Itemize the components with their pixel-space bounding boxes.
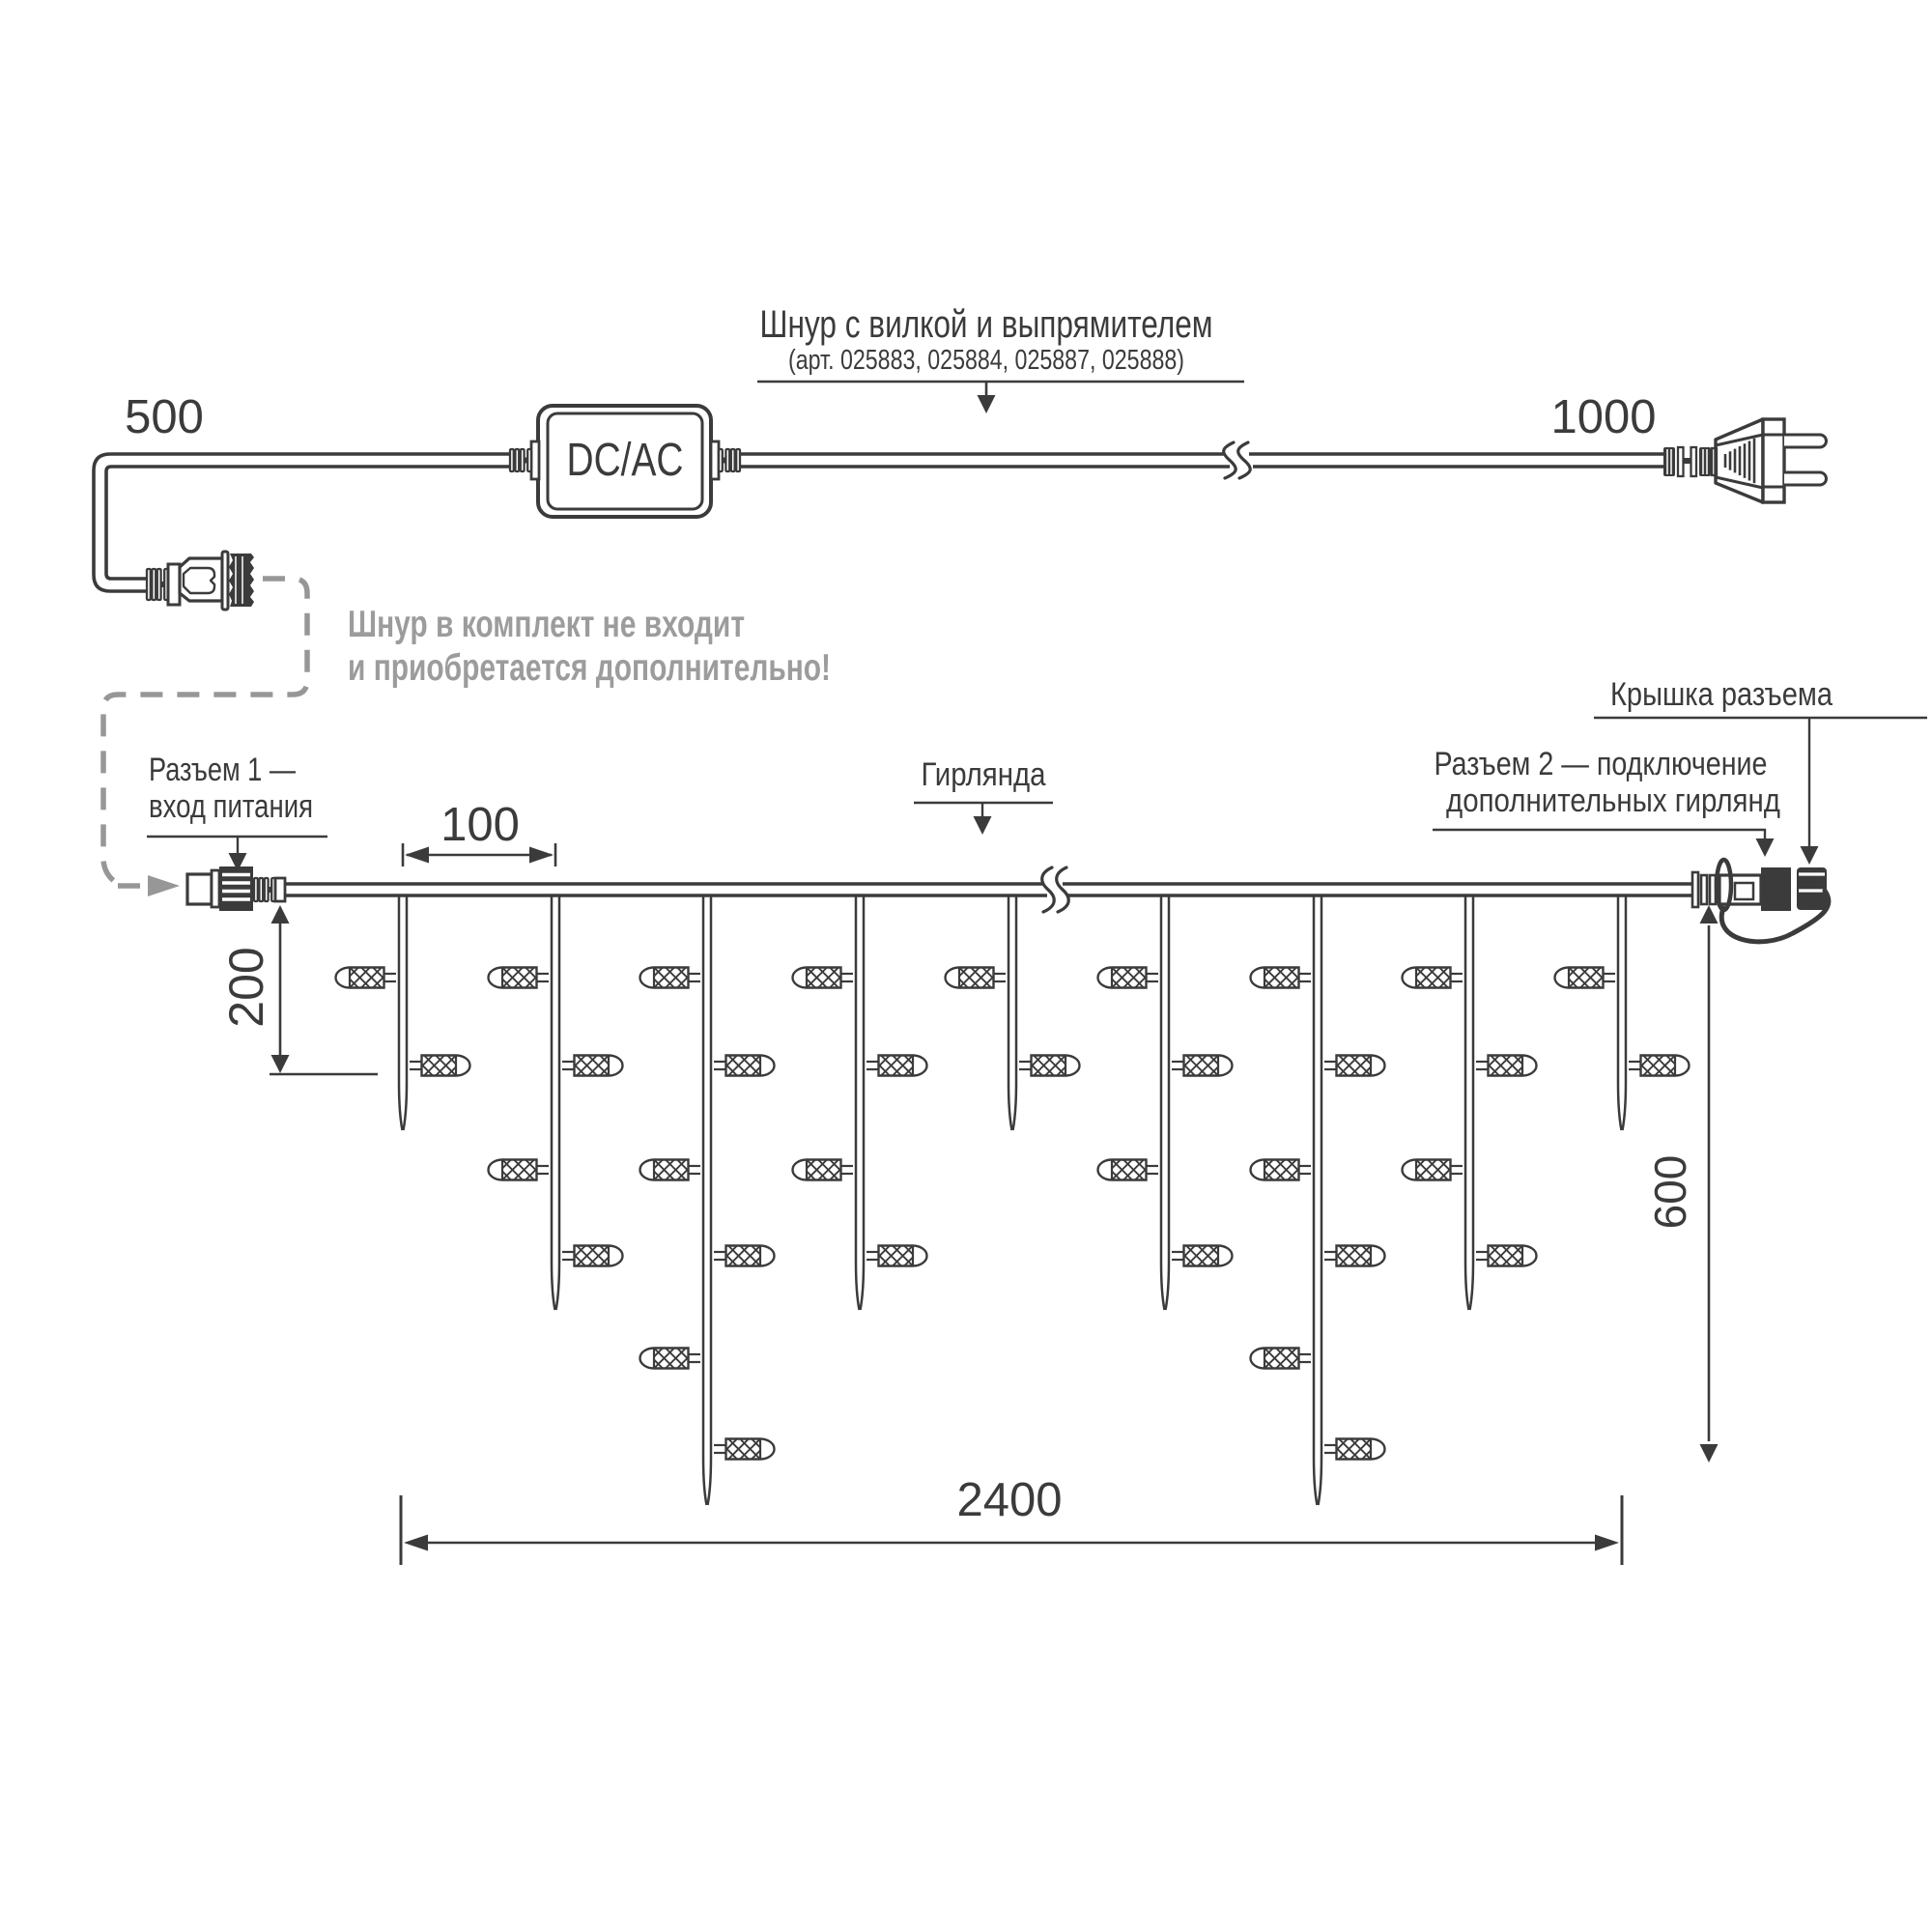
svg-text:Разъем 2 — подключение: Разъем 2 — подключение	[1435, 746, 1768, 782]
svg-text:Крышка разъема: Крышка разъема	[1610, 676, 1833, 713]
svg-text:дополнительных гирлянд: дополнительных гирлянд	[1446, 782, 1780, 819]
svg-text:1000: 1000	[1550, 391, 1656, 443]
svg-text:DC/AC: DC/AC	[567, 435, 684, 486]
svg-text:600: 600	[1645, 1155, 1695, 1230]
svg-text:Гирлянда: Гирлянда	[922, 756, 1046, 793]
svg-text:(арт. 025883, 025884, 025887,: (арт. 025883, 025884, 025887, 025888)	[788, 345, 1184, 376]
svg-text:Разъем 1 —: Разъем 1 —	[149, 752, 296, 788]
svg-text:200: 200	[219, 947, 273, 1027]
svg-text:500: 500	[125, 391, 204, 443]
svg-text:Шнур с вилкой и выпрямителем: Шнур с вилкой и выпрямителем	[760, 303, 1213, 346]
svg-text:и приобретается дополнительно!: и приобретается дополнительно!	[348, 647, 831, 689]
svg-text:2400: 2400	[956, 1474, 1062, 1526]
svg-text:100: 100	[440, 799, 520, 851]
svg-text:вход питания: вход питания	[149, 788, 313, 825]
svg-text:Шнур в комплект не входит: Шнур в комплект не входит	[348, 604, 745, 645]
